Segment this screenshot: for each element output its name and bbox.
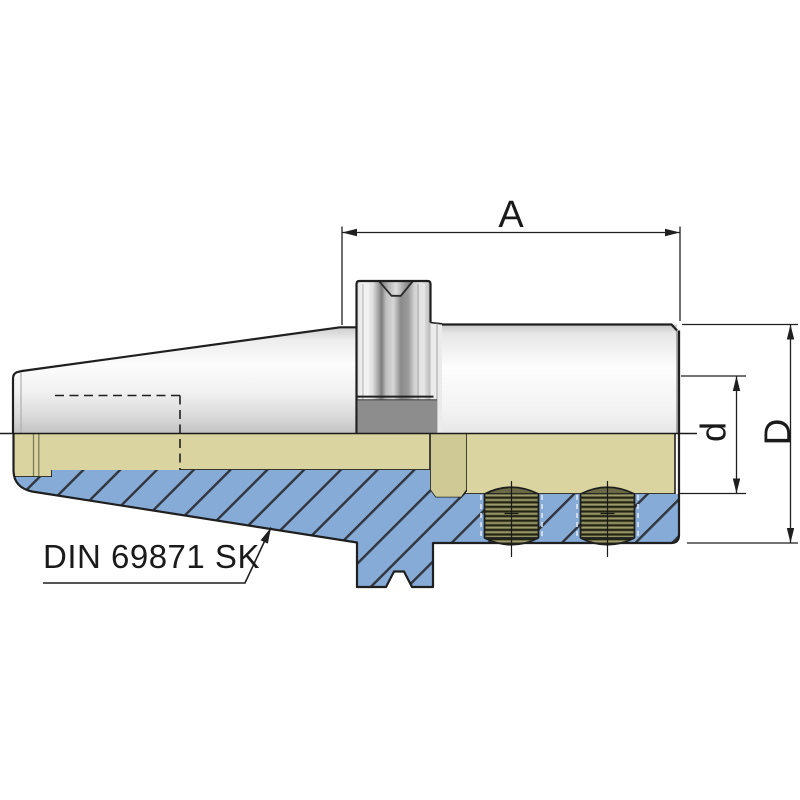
flange-v-groove (379, 281, 413, 296)
dim-A-arrow-left (342, 228, 357, 237)
callout-label: DIN 69871 SK (43, 538, 260, 575)
dimension-d (678, 375, 746, 495)
dim-D-arrow-top (786, 324, 795, 340)
upper-external-view (11, 279, 681, 434)
dimension-A (341, 226, 681, 325)
dim-D-arrow-bottom (786, 528, 795, 543)
dimension-D (682, 323, 798, 544)
neck-shoulder-line (430, 321, 443, 325)
flange-v-groove-outline (378, 280, 414, 297)
dim-A-arrow-right (665, 228, 680, 237)
callout-leader-arrow (260, 527, 271, 544)
dim-A-label: A (498, 194, 524, 236)
large-bore-band (467, 433, 675, 494)
flange-outline (355, 279, 432, 434)
taper-outline (11, 326, 357, 434)
dim-d-label: d (693, 422, 734, 442)
cylindrical-body (442, 324, 677, 434)
callout-leader (43, 527, 272, 584)
taper-body (13, 327, 357, 434)
set-screw-hole-1 (480, 481, 543, 557)
section-outer-outline (12, 330, 681, 589)
pullstud-thread-bore (13, 433, 52, 477)
bore-step-groove (430, 433, 467, 498)
flange-neck (430, 322, 442, 434)
callout-leader-line (43, 527, 272, 584)
dim-d-arrow-bottom (732, 478, 741, 494)
dim-d-arrow-top (732, 376, 741, 391)
set-screw-hole-2 (576, 481, 639, 557)
dim-D-label: D (757, 419, 798, 446)
cylindrical-body-outline (442, 323, 678, 332)
small-bore-band (52, 433, 430, 470)
flange-shadow-band (357, 399, 437, 434)
